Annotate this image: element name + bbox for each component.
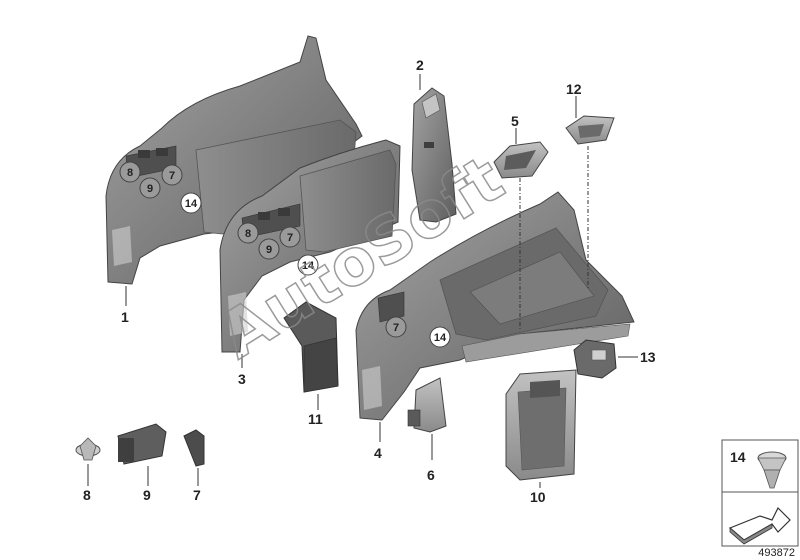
svg-text:7: 7	[393, 322, 399, 334]
callout-13: 13	[640, 349, 656, 365]
clip-8	[75, 437, 101, 461]
callout-8: 8	[83, 487, 91, 503]
cover-12	[565, 115, 615, 145]
legend-box: 14	[721, 439, 799, 547]
fastener-9	[117, 423, 167, 465]
leader-lines	[87, 74, 638, 488]
callout-4: 4	[374, 445, 382, 461]
clip-7	[183, 429, 205, 467]
callout-2: 2	[416, 57, 424, 73]
circled-ref: 14	[429, 326, 451, 348]
callout-labels: 1 2 3 4 5 6 7 8 9 10 11 12 13	[83, 57, 656, 505]
svg-text:8: 8	[245, 228, 251, 240]
callout-7: 7	[193, 487, 201, 503]
circled-ref: 8	[237, 222, 259, 244]
lid-6	[407, 377, 447, 433]
tray-10	[505, 369, 577, 481]
push-clip-icon	[757, 451, 787, 489]
circled-ref: 9	[258, 238, 280, 260]
callout-12: 12	[566, 81, 582, 97]
callout-1: 1	[121, 309, 129, 325]
callout-6: 6	[427, 467, 435, 483]
svg-text:8: 8	[127, 167, 133, 179]
svg-text:14: 14	[434, 332, 447, 344]
side-trim-panel-3	[219, 139, 401, 353]
callout-5: 5	[511, 113, 519, 129]
svg-text:9: 9	[266, 244, 272, 256]
diagram-part-number: 493872	[758, 547, 795, 559]
callout-9: 9	[143, 487, 151, 503]
circled-refs: 8 9 7 14 8 9 7 14	[119, 161, 451, 348]
circled-ref: 14	[180, 192, 202, 214]
luggage-compartment-trim-4	[355, 191, 635, 421]
svg-text:7: 7	[169, 170, 175, 182]
legend-item-number: 14	[730, 449, 746, 465]
circled-ref: 7	[385, 316, 407, 338]
callout-10: 10	[530, 489, 546, 505]
circled-ref: 14	[297, 254, 319, 276]
circled-ref: 7	[279, 226, 301, 248]
arrow-icon	[728, 506, 791, 545]
circled-ref: 9	[139, 177, 161, 199]
cover-panel-11	[283, 301, 339, 393]
circled-ref: 8	[119, 161, 141, 183]
svg-text:9: 9	[147, 183, 153, 195]
handle-5	[493, 141, 549, 179]
bracket-13	[573, 339, 617, 379]
svg-text:14: 14	[185, 198, 198, 210]
callout-3: 3	[238, 371, 246, 387]
svg-text:7: 7	[287, 232, 293, 244]
pillar-trim-2	[411, 87, 457, 223]
circled-ref: 7	[161, 164, 183, 186]
callout-11: 11	[308, 411, 323, 427]
svg-text:14: 14	[302, 260, 315, 272]
